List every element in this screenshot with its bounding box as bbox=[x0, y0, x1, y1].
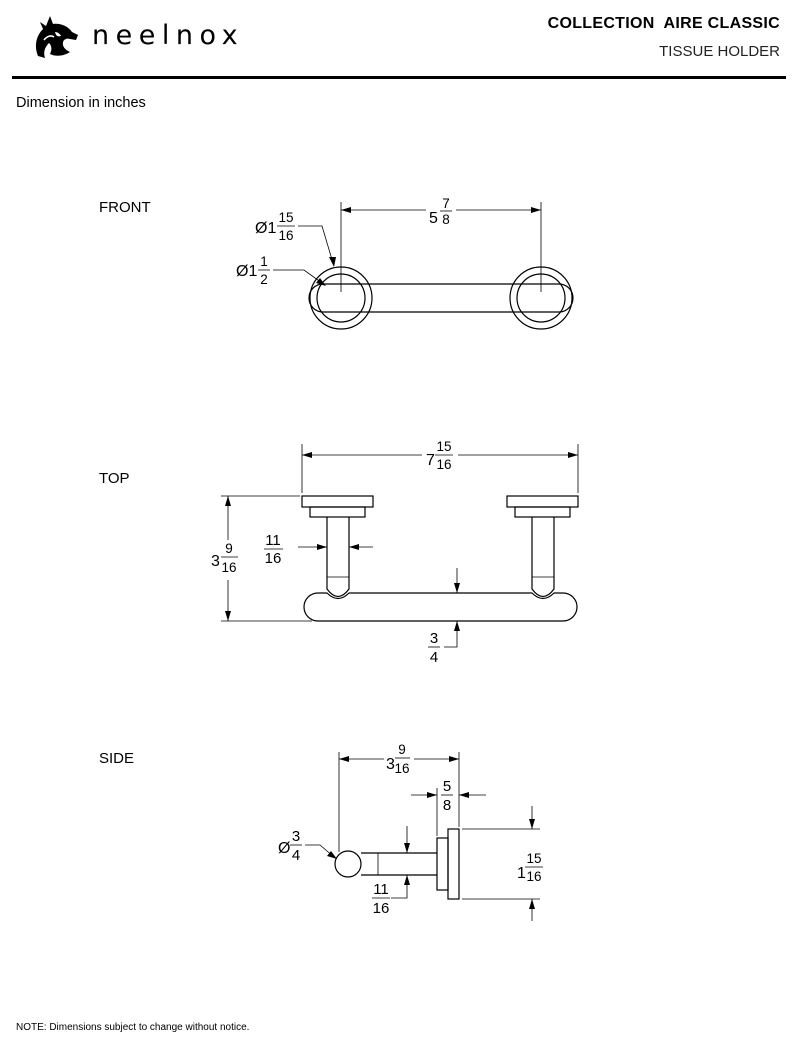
top-depth-arrow-top bbox=[225, 496, 231, 506]
side-proj-den: 16 bbox=[394, 761, 409, 776]
view-label-side: SIDE bbox=[99, 750, 135, 767]
side-flange-den: 8 bbox=[443, 797, 451, 814]
top-depth-den: 16 bbox=[221, 560, 236, 575]
front-span-den: 8 bbox=[442, 212, 450, 227]
front-outer-dia-leader bbox=[298, 225, 334, 264]
side-proj-whole: 3 bbox=[386, 756, 395, 773]
top-width-arrow-right bbox=[568, 452, 578, 458]
side-fdia-num: 15 bbox=[526, 851, 541, 866]
front-inner-dia-prefix: Ø1 bbox=[236, 263, 257, 280]
front-bar bbox=[308, 283, 574, 313]
front-inner-dia-leader bbox=[273, 269, 323, 284]
side-bar-dia-arrow bbox=[327, 851, 337, 859]
front-outer-dia-num: 15 bbox=[278, 210, 293, 225]
side-fdia-arrow-bottom bbox=[529, 899, 535, 909]
top-post-arrow-right bbox=[349, 544, 359, 550]
side-proj-num: 9 bbox=[398, 742, 406, 757]
top-bar-arrow-top bbox=[454, 583, 460, 593]
side-bar-dia-leader bbox=[305, 844, 335, 858]
side-fdia-den: 16 bbox=[526, 869, 541, 884]
footer-note: NOTE: Dimensions subject to change witho… bbox=[16, 1022, 250, 1033]
front-outer-dia-prefix: Ø1 bbox=[255, 220, 276, 237]
side-bar-dia-prefix: Ø bbox=[278, 840, 290, 857]
side-post-arrow-top bbox=[404, 843, 410, 853]
front-span-num: 7 bbox=[442, 196, 450, 211]
side-mount bbox=[436, 837, 449, 891]
top-bar bbox=[303, 592, 578, 622]
side-proj-arrow-left bbox=[339, 756, 349, 762]
product-name: TISSUE HOLDER bbox=[659, 43, 780, 60]
top-bar-num: 3 bbox=[430, 630, 438, 647]
top-post-den: 16 bbox=[265, 550, 282, 567]
top-width-num: 15 bbox=[436, 439, 451, 454]
top-width-den: 16 bbox=[436, 457, 451, 472]
top-depth-whole: 3 bbox=[211, 553, 220, 570]
top-post-arrow-left bbox=[317, 544, 327, 550]
side-proj-arrow-right bbox=[449, 756, 459, 762]
side-post-den: 16 bbox=[373, 900, 390, 917]
side-post-num: 11 bbox=[373, 881, 389, 898]
side-post-dim-bottom bbox=[391, 875, 408, 899]
side-flange-arrow-left bbox=[427, 792, 437, 798]
top-right-flange bbox=[506, 495, 579, 508]
front-dim-arrow-left bbox=[341, 207, 351, 213]
units-note: Dimension in inches bbox=[16, 95, 146, 111]
front-outer-dia-den: 16 bbox=[278, 228, 293, 243]
top-bar-den: 4 bbox=[430, 649, 438, 666]
front-dim-arrow-right bbox=[531, 207, 541, 213]
top-bar-arrow-bottom bbox=[454, 621, 460, 631]
view-label-top: TOP bbox=[99, 470, 130, 487]
side-view: 3 9 16 5 8 Ø 3 4 11 16 1 15 bbox=[278, 742, 543, 921]
front-outer-dia-arrow bbox=[329, 257, 336, 267]
top-width-arrow-left bbox=[302, 452, 312, 458]
front-view: 5 7 8 Ø1 15 16 Ø1 1 2 bbox=[236, 196, 574, 330]
side-fdia-whole: 1 bbox=[517, 865, 526, 882]
top-bar-dim-line-bottom bbox=[444, 621, 458, 648]
side-bar-end bbox=[334, 850, 362, 878]
side-bar-dia-den: 4 bbox=[292, 847, 300, 864]
side-flange-arrow-right bbox=[459, 792, 469, 798]
view-label-front: FRONT bbox=[99, 199, 151, 216]
front-inner-dia-arrow bbox=[316, 278, 326, 286]
top-width-whole: 7 bbox=[426, 452, 435, 469]
top-left-post bbox=[326, 517, 350, 598]
header-divider bbox=[12, 76, 786, 79]
top-depth-arrow-bottom bbox=[225, 611, 231, 621]
top-right-post bbox=[531, 517, 555, 598]
brand-name: neelnox bbox=[92, 20, 245, 51]
collection-title: COLLECTION AIRE CLASSIC bbox=[547, 15, 780, 32]
top-left-mount bbox=[309, 506, 366, 518]
top-left-flange bbox=[301, 495, 374, 508]
front-inner-dia-den: 2 bbox=[260, 272, 268, 287]
horse-logo-icon bbox=[35, 16, 78, 58]
top-right-mount bbox=[514, 506, 571, 518]
side-post-arrow-bottom bbox=[404, 875, 410, 885]
side-flange bbox=[447, 828, 460, 900]
side-bar-dia-num: 3 bbox=[292, 828, 300, 845]
front-span-whole: 5 bbox=[429, 210, 438, 227]
front-inner-dia-num: 1 bbox=[260, 254, 268, 269]
side-flange-num: 5 bbox=[443, 778, 451, 795]
top-post-num: 11 bbox=[265, 532, 281, 549]
top-view: 7 15 16 3 9 16 11 16 3 4 bbox=[211, 439, 579, 666]
side-fdia-arrow-top bbox=[529, 819, 535, 829]
top-depth-num: 9 bbox=[225, 541, 233, 556]
